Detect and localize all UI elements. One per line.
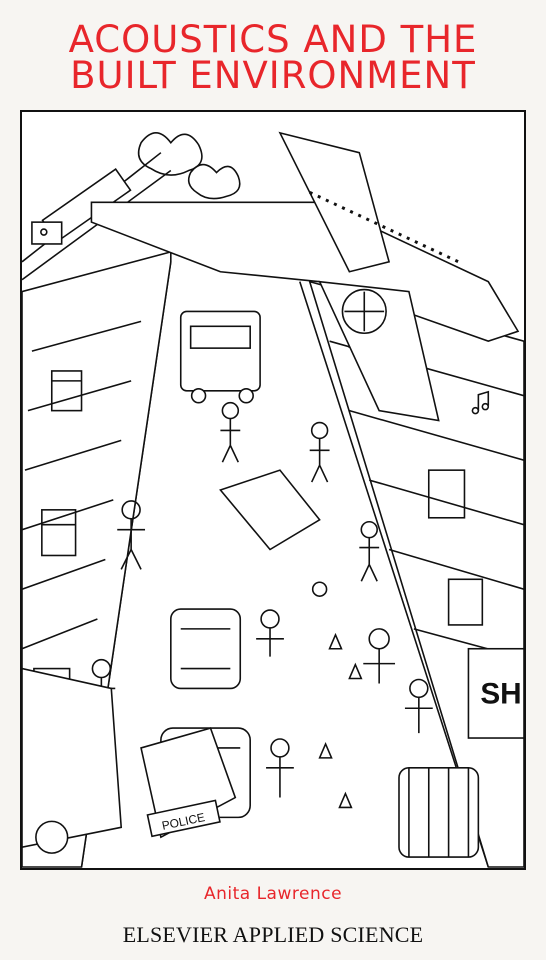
title-line-1: ACOUSTICS AND THE: [68, 18, 478, 61]
shop-sign: SH: [467, 647, 524, 739]
book-title: ACOUSTICS AND THE BUILT ENVIRONMENT: [0, 18, 546, 97]
barrel: [398, 766, 480, 858]
truck: [22, 667, 123, 854]
music-notes: [471, 390, 490, 415]
shop-sign-text: SH: [480, 677, 521, 710]
bus: [179, 310, 261, 404]
author-name: Anita Lawrence: [203, 884, 343, 904]
police-car: POLICE: [140, 727, 237, 839]
cover-illustration: POLICE SH: [20, 110, 526, 870]
publisher-name: ELSEVIER APPLIED SCIENCE: [122, 922, 424, 947]
airplane: [90, 131, 520, 422]
title-line-2: BUILT ENVIRONMENT: [70, 54, 476, 97]
traffic-cones: [318, 632, 363, 809]
trees: [137, 132, 241, 200]
